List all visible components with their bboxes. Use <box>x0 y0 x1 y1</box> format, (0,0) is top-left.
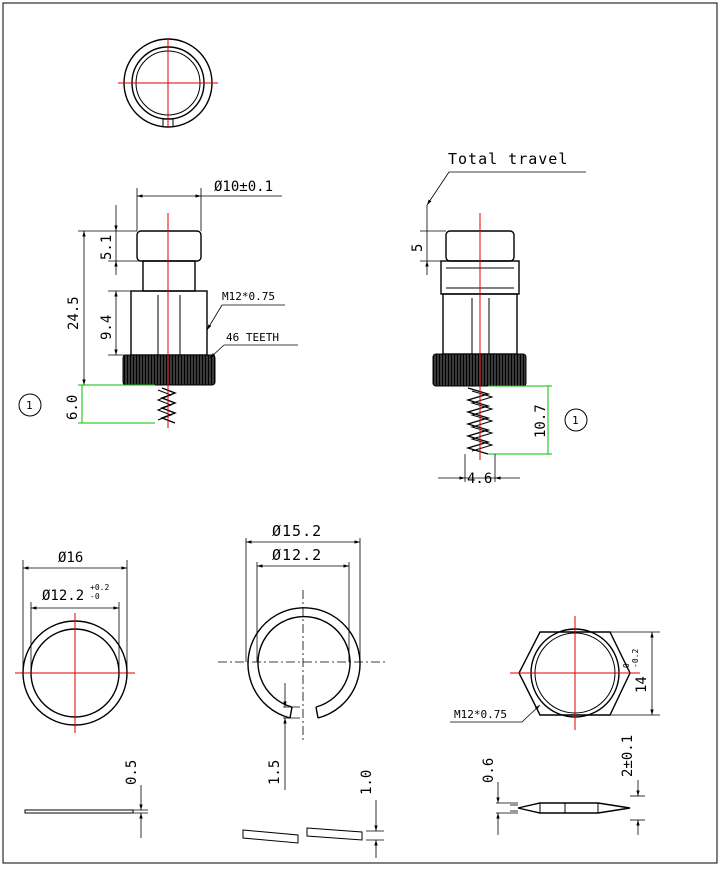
dim-nut-thread: M12*0.75 <box>454 708 507 721</box>
dim-nut-af: 14 <box>634 676 650 693</box>
right-side-view <box>432 213 527 460</box>
snap-ring-view <box>218 538 388 858</box>
dim-snap-od: Ø15.2 <box>272 522 322 540</box>
dim-top-right: 5 <box>410 244 426 252</box>
dim-outer-dia: Ø10±0.1 <box>214 179 273 195</box>
dim-nut-height: 2±0.1 <box>620 735 636 777</box>
dim-thread: M12*0.75 <box>222 290 275 303</box>
dim-spring-left: 6.0 <box>65 395 81 420</box>
dim-height-total: 24.5 <box>66 296 82 330</box>
dim-snap-id: Ø12.2 <box>272 546 322 564</box>
dim-nut-af-tol-down: -0.2 <box>631 649 640 668</box>
left-side-view <box>122 213 216 428</box>
left-dimensions <box>78 188 298 424</box>
dim-top-height: 5.1 <box>99 235 115 260</box>
dim-ring-id-tol-down: -0 <box>90 592 100 601</box>
dim-spring-dia: 4.6 <box>467 471 492 487</box>
callout-left <box>18 393 42 417</box>
dim-snap-gap: 1.5 <box>267 760 283 785</box>
right-dimensions <box>420 171 586 482</box>
total-travel-label: Total travel <box>448 150 568 168</box>
dim-nut-thk: 0.6 <box>481 758 497 783</box>
dim-snap-thk: 1.0 <box>359 770 375 795</box>
callout-right <box>564 408 588 432</box>
hex-nut-view <box>450 616 660 835</box>
dim-ring-id-tol-up: +0.2 <box>90 583 109 592</box>
callout-left-number: 1 <box>26 399 33 412</box>
callout-right-number: 1 <box>572 414 579 427</box>
dim-teeth: 46 TEETH <box>226 331 279 344</box>
dim-spring-right: 10.7 <box>533 404 549 438</box>
dim-body-height: 9.4 <box>99 315 115 340</box>
top-view <box>118 38 218 128</box>
dim-ring-thk: 0.5 <box>124 760 140 785</box>
dim-nut-af-tol-up: 0 <box>622 663 631 668</box>
dim-ring-od: Ø16 <box>58 550 83 566</box>
washer-view <box>15 560 148 838</box>
dim-ring-id: Ø12.2 <box>42 588 84 604</box>
